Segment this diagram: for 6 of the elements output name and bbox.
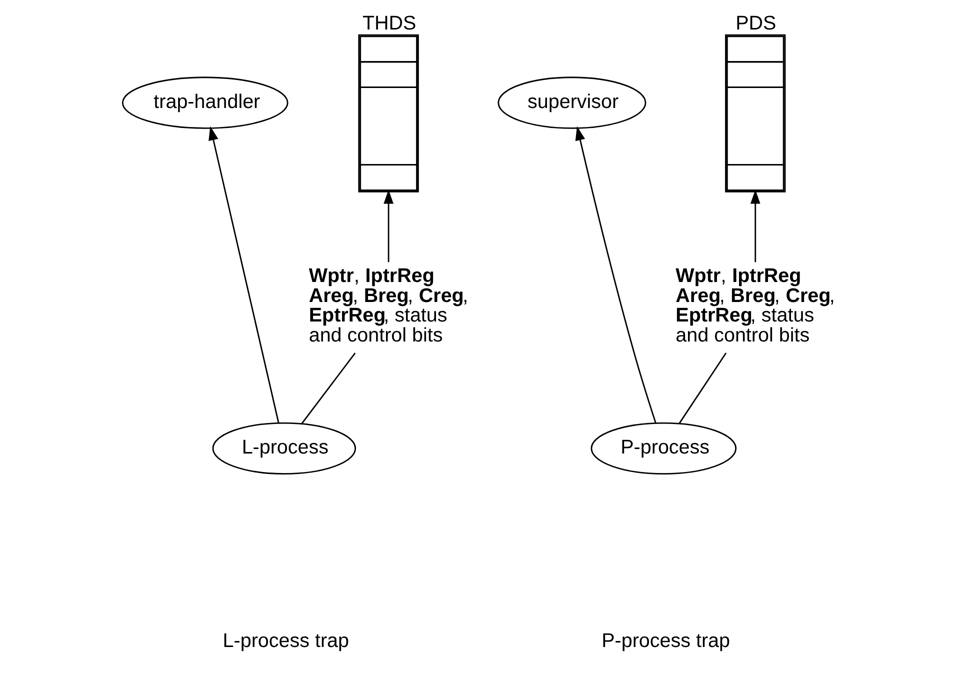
label: P-process trap bbox=[602, 630, 730, 652]
node-text: Wptr, IptrReg Areg, Breg, Creg, EptrReg, status and control bits bbox=[676, 265, 835, 346]
node-text: Wptr, IptrReg Areg, Breg, Creg, EptrReg, status and control bits bbox=[308, 265, 468, 346]
node-label: THDS bbox=[362, 12, 416, 35]
node-label: PDS bbox=[736, 12, 776, 35]
label: L-process trap bbox=[222, 630, 350, 652]
